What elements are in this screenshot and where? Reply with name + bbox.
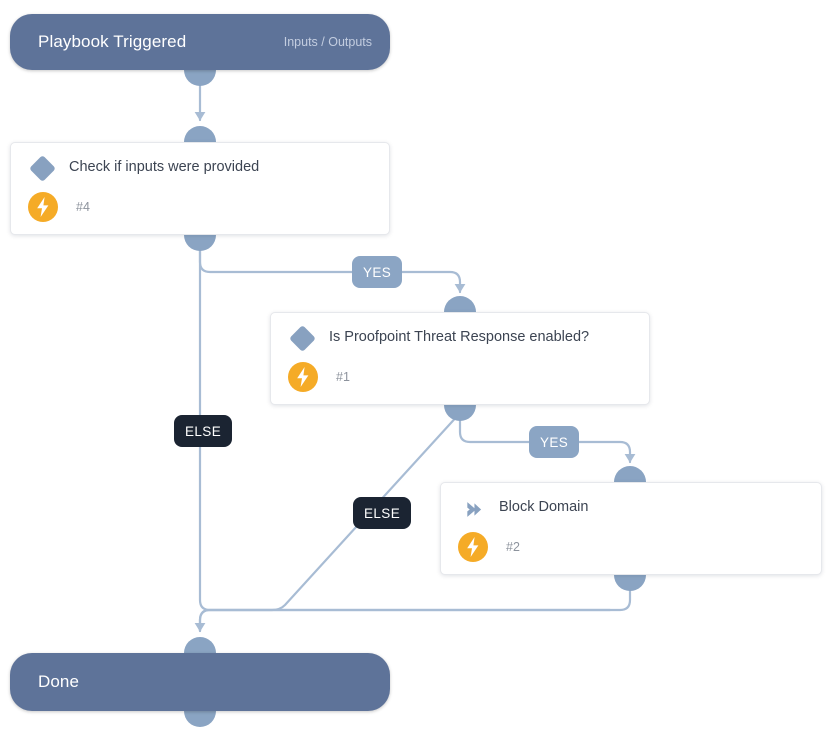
card-footer: #4 — [11, 192, 90, 222]
node-title: Block Domain — [499, 499, 589, 515]
card-footer: #2 — [441, 532, 520, 562]
node-title: Done — [38, 672, 80, 691]
edge-proofpoint-else-to-done — [194, 411, 462, 633]
port-done-in[interactable] — [184, 637, 216, 653]
node-title: Playbook Triggered — [38, 32, 187, 51]
card-header: Is Proofpoint Threat Response enabled? — [271, 313, 649, 353]
diamond-icon — [25, 155, 59, 183]
node-done[interactable]: Done — [10, 653, 390, 711]
chevron-right-icon — [455, 497, 489, 523]
branch-label-yes-check[interactable]: YES — [352, 256, 403, 288]
node-title: Is Proofpoint Threat Response enabled? — [329, 329, 590, 345]
node-step-number: #1 — [336, 370, 350, 384]
card-header: Check if inputs were provided — [11, 143, 389, 183]
card-footer: #1 — [271, 362, 350, 392]
port-check-out[interactable] — [184, 235, 216, 251]
diamond-icon — [285, 325, 319, 353]
node-step-number: #4 — [76, 200, 90, 214]
node-subtitle-inputs-outputs[interactable]: Inputs / Outputs — [283, 35, 372, 49]
branch-label-else-check[interactable]: ELSE — [174, 415, 233, 447]
edge-check-yes-to-proofpoint — [198, 241, 466, 294]
edge-block-to-done — [198, 581, 632, 633]
port-block-domain-in[interactable] — [614, 466, 646, 482]
card-header: Block Domain — [441, 483, 821, 523]
node-block-domain[interactable]: Block Domain #2 — [440, 482, 822, 575]
port-proofpoint-out[interactable] — [444, 405, 476, 421]
lightning-bolt-icon — [458, 532, 488, 562]
port-done-out[interactable] — [184, 711, 216, 727]
lightning-bolt-icon — [288, 362, 318, 392]
lightning-bolt-icon — [28, 192, 58, 222]
port-check-in[interactable] — [184, 126, 216, 142]
node-check-if-inputs-were-provided[interactable]: Check if inputs were provided #4 — [10, 142, 390, 235]
node-playbook-triggered[interactable]: Playbook Triggered Inputs / Outputs — [10, 14, 390, 70]
branch-label-else-proofpoint[interactable]: ELSE — [353, 497, 412, 529]
port-block-domain-out[interactable] — [614, 575, 646, 591]
node-step-number: #2 — [506, 540, 520, 554]
port-start-out[interactable] — [184, 70, 216, 86]
port-proofpoint-in[interactable] — [444, 296, 476, 312]
node-title: Check if inputs were provided — [69, 159, 260, 175]
branch-label-yes-proofpoint[interactable]: YES — [529, 426, 580, 458]
node-is-proofpoint-threat-response-enabled[interactable]: Is Proofpoint Threat Response enabled? #… — [270, 312, 650, 405]
